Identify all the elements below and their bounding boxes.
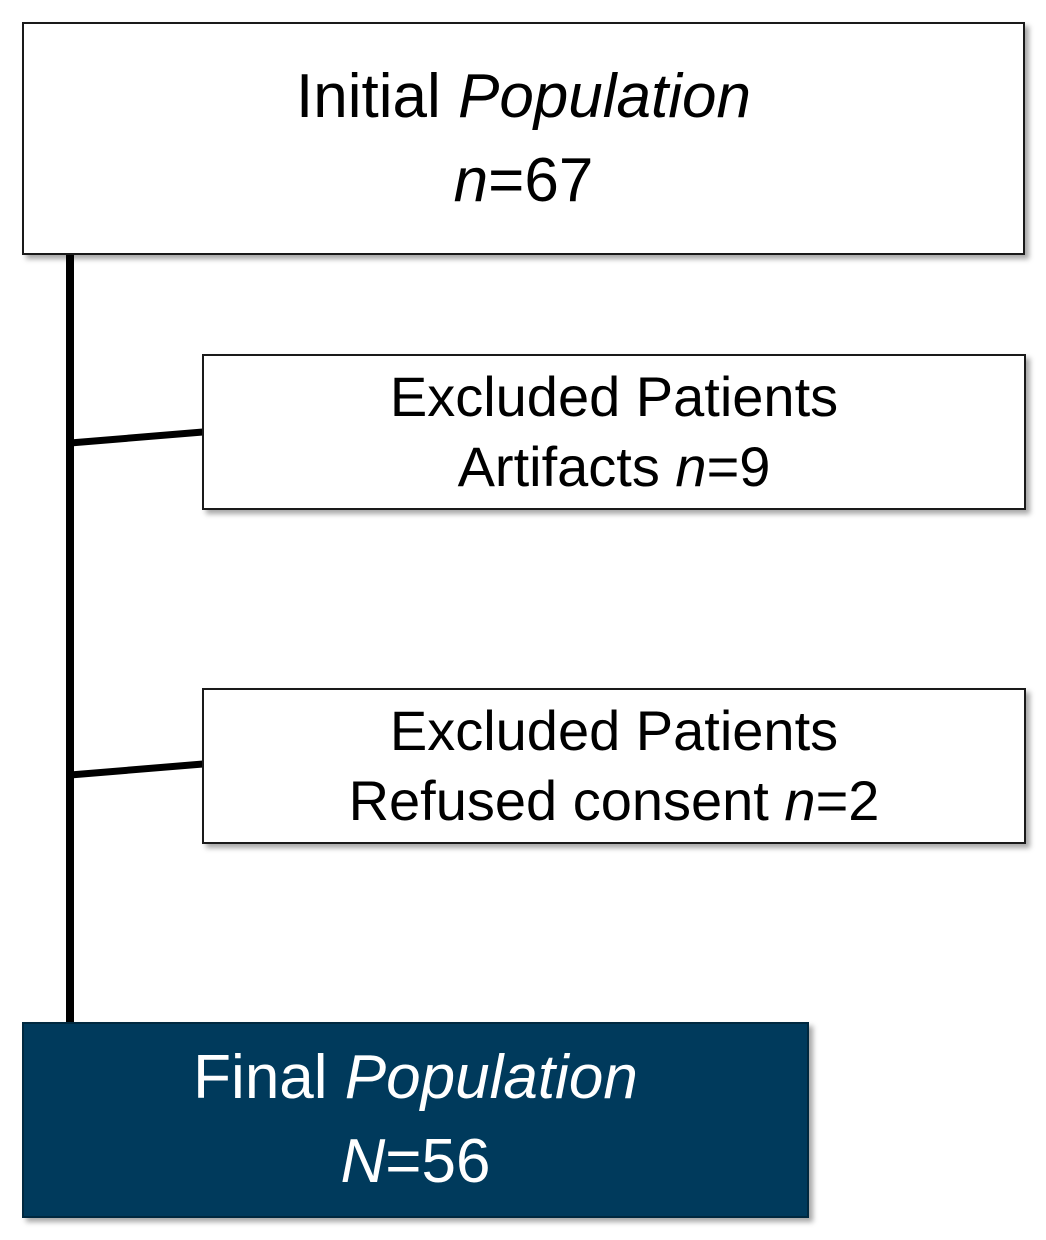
branch-line-artifacts	[69, 428, 204, 447]
final-population-box: Final Population N=56	[22, 1022, 809, 1218]
final-population-title: Final Population	[193, 1036, 638, 1120]
excluded-artifacts-title: Excluded Patients	[389, 365, 839, 428]
initial-count-value: =67	[488, 145, 594, 215]
excluded-consent-box: Excluded Patients Refused consent n=2	[202, 688, 1026, 844]
excluded-artifacts-box: Excluded Patients Artifacts n=9	[202, 354, 1026, 510]
initial-count-symbol: n	[453, 145, 489, 215]
artifacts-count-value: =9	[706, 435, 771, 498]
final-population-count: N=56	[341, 1120, 491, 1204]
artifacts-count-symbol: n	[675, 435, 707, 498]
artifacts-label: Artifacts	[457, 435, 676, 498]
branch-line-consent	[69, 760, 204, 779]
initial-population-count: n=67	[454, 139, 594, 223]
initial-population-title: Initial Population	[296, 55, 751, 139]
consent-count-symbol: n	[784, 769, 816, 832]
final-count-symbol: N	[340, 1127, 386, 1196]
initial-title-text: Initial	[296, 61, 458, 131]
excluded-consent-count: Refused consent n=2	[349, 766, 880, 836]
final-count-value: =56	[385, 1127, 491, 1196]
final-title-italic: Population	[344, 1043, 638, 1112]
excluded-artifacts-count: Artifacts n=9	[458, 432, 771, 502]
initial-population-box: Initial Population n=67	[22, 22, 1025, 255]
excluded-consent-title: Excluded Patients	[389, 699, 839, 762]
final-title-text: Final	[193, 1043, 345, 1112]
consent-count-value: =2	[815, 769, 880, 832]
consent-label: Refused consent	[348, 769, 785, 832]
initial-title-italic: Population	[457, 61, 751, 131]
